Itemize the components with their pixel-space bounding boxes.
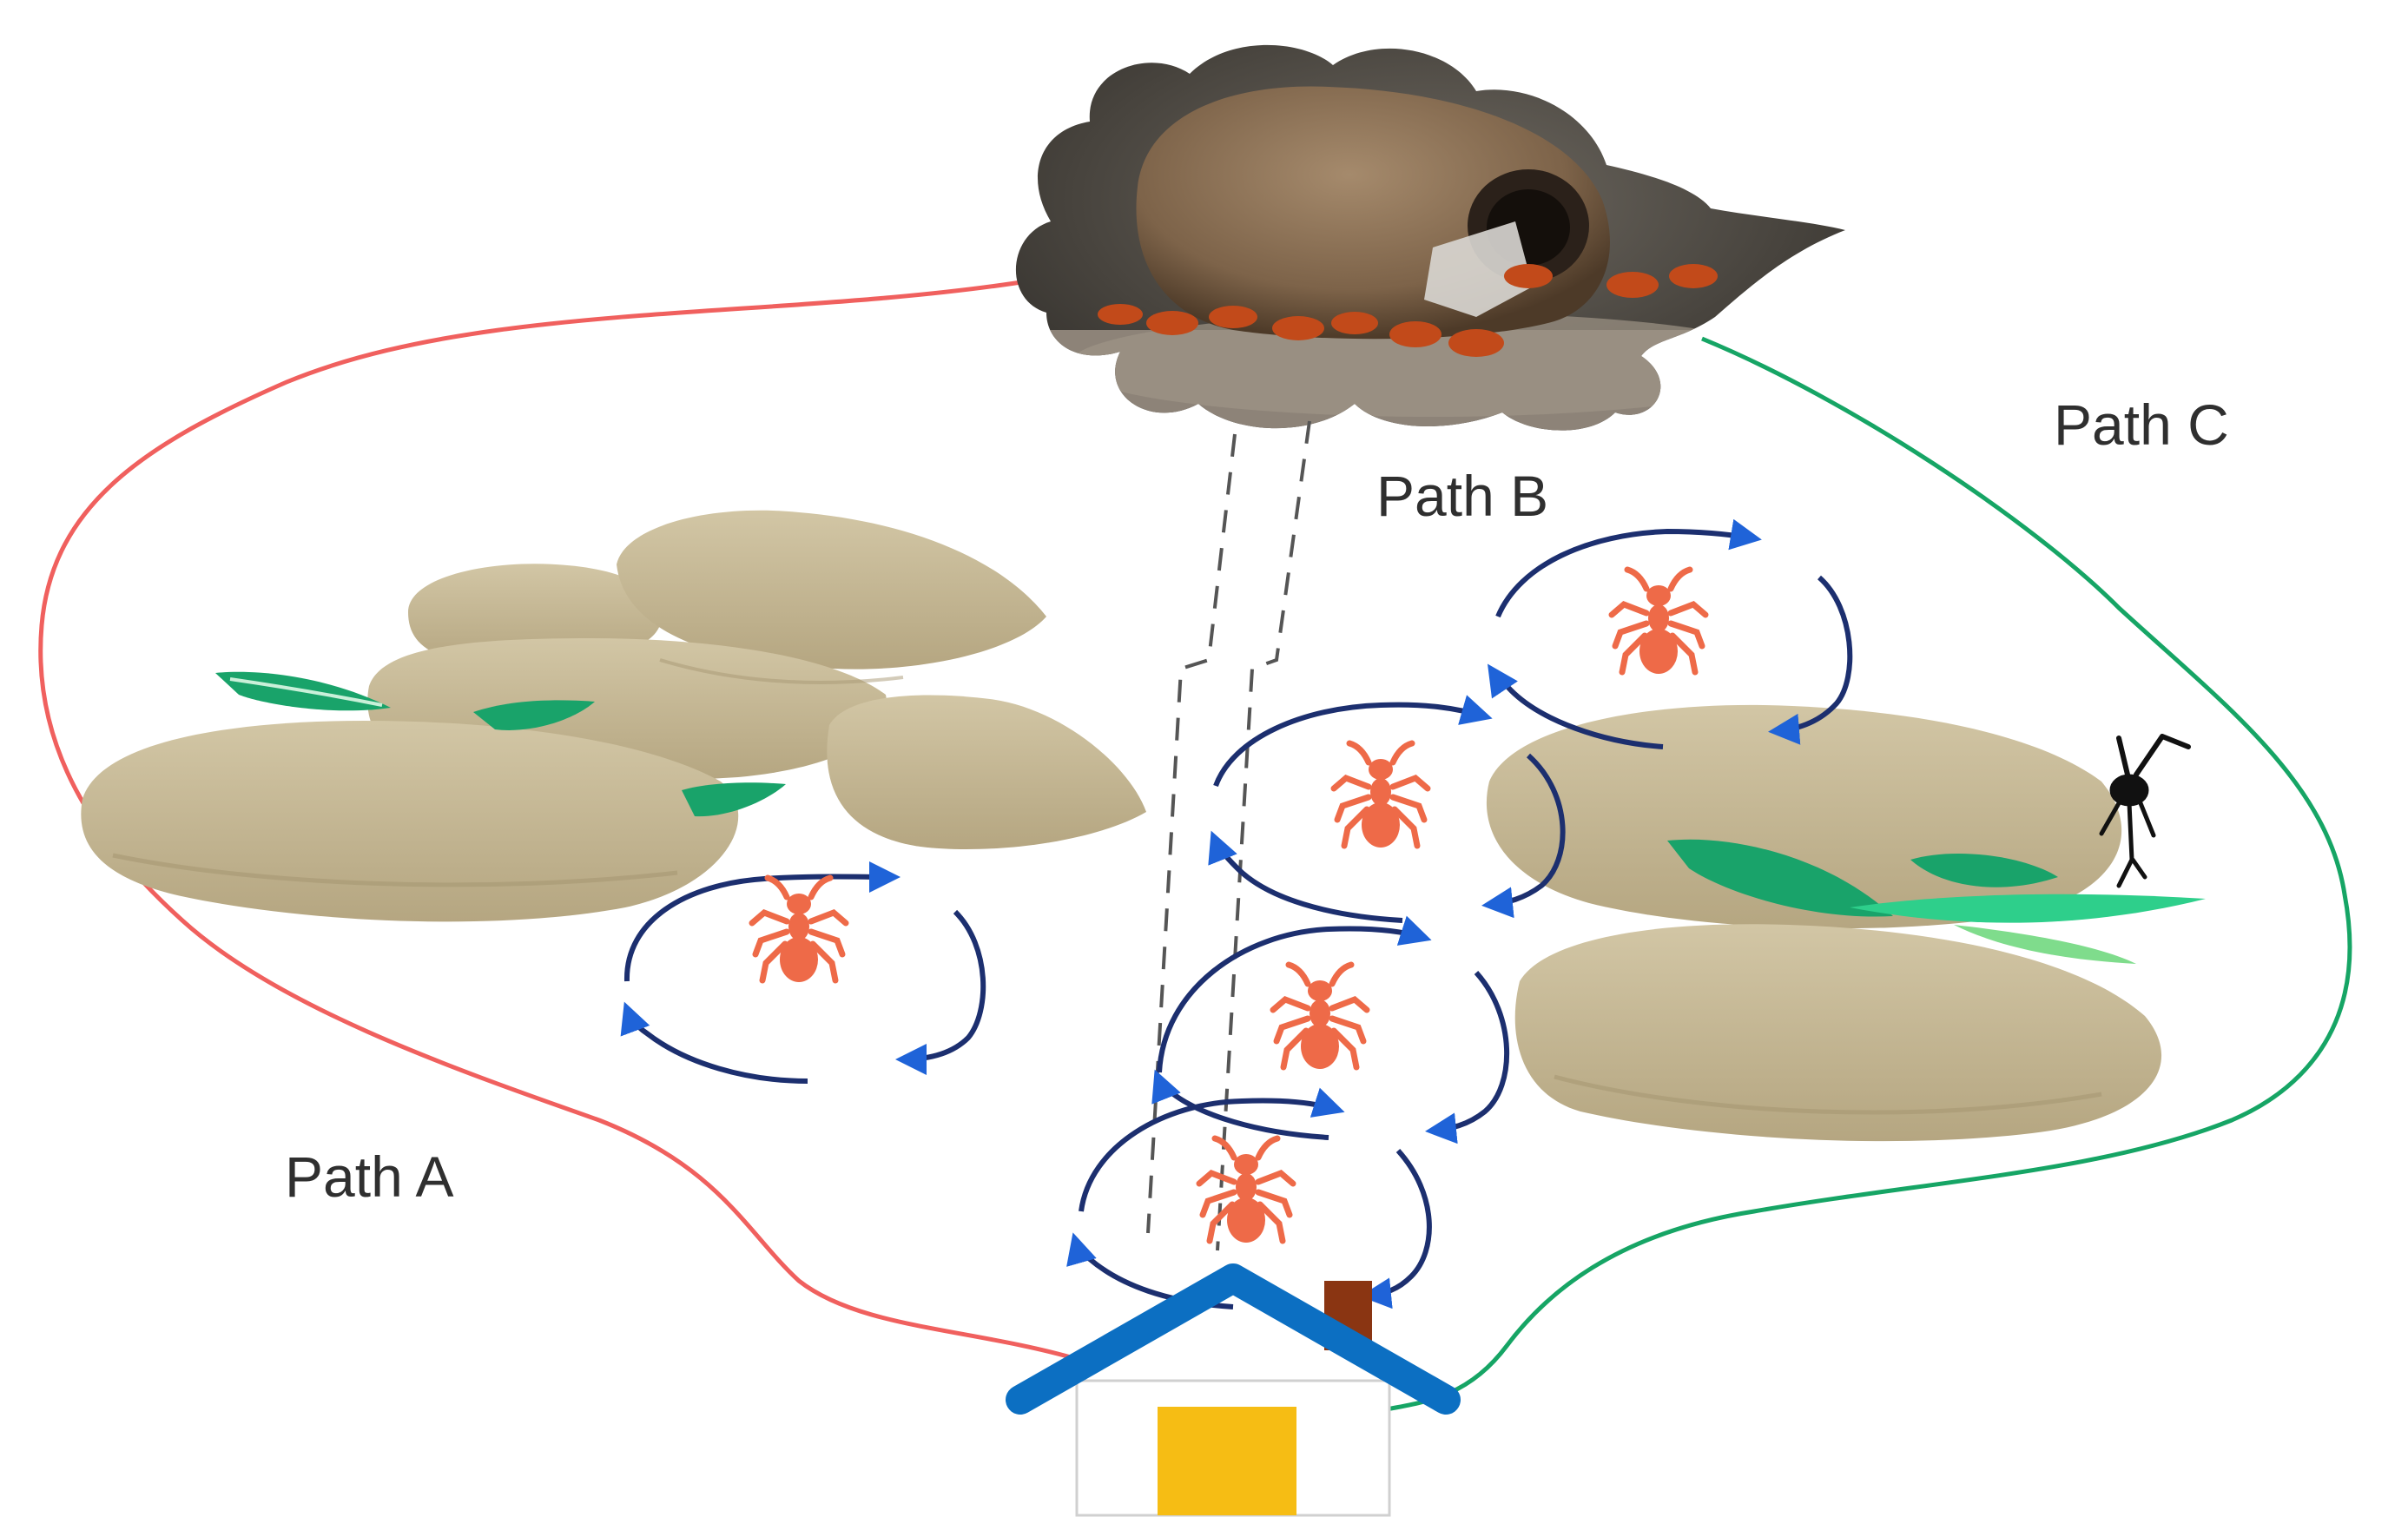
path-a-label: Path A (285, 1145, 454, 1209)
ant-loop-center-2 (1151, 915, 1509, 1145)
ant-icon (1612, 570, 1705, 674)
ant-icon (752, 878, 846, 982)
ant-loop-left (620, 861, 986, 1084)
ant-icon (1273, 965, 1367, 1069)
path-c-label: Path C (2054, 392, 2229, 457)
path-b-trail (1146, 420, 1311, 1251)
ant-icon (1199, 1138, 1293, 1243)
ant-loop-right-top (1488, 518, 1853, 749)
path-c-line (1376, 336, 2352, 1414)
food-source-photo (1015, 44, 1845, 431)
rock-cluster-left (81, 510, 1146, 922)
house-icon (1006, 1263, 1461, 1517)
path-b-label: Path B (1376, 464, 1549, 528)
rock-cluster-right (1486, 704, 2206, 1142)
ant-icon (1334, 743, 1428, 848)
ant-loop-center-1 (1208, 695, 1566, 923)
